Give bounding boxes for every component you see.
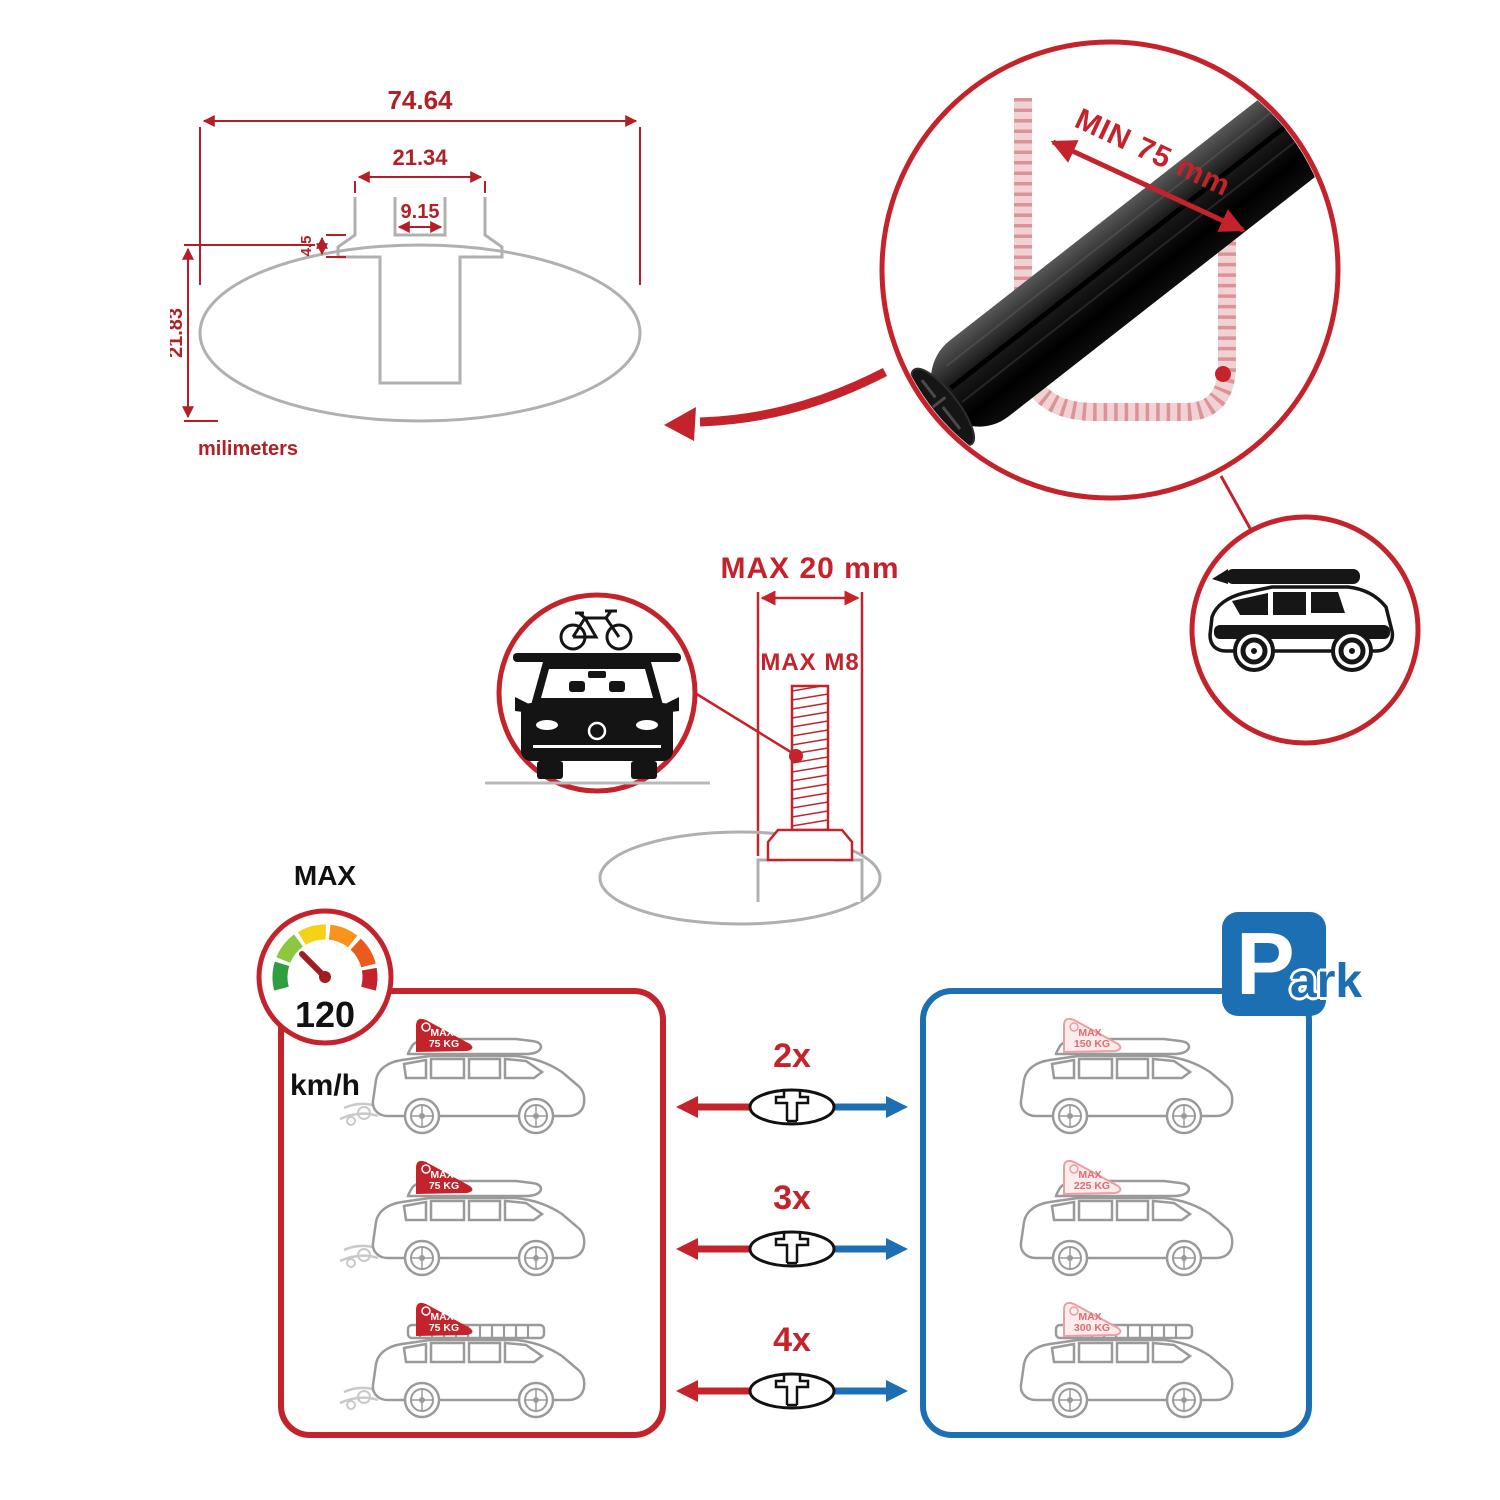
- crossbar-qty-row-3: 4x: [676, 1321, 908, 1410]
- park-suffix: ark: [1290, 955, 1363, 1008]
- blue-arrowhead: [886, 1380, 908, 1402]
- clamp-pointer-dot: [1215, 366, 1231, 382]
- crossbar-profile-icon: [748, 1230, 836, 1268]
- max-load-tag: MAX 75 KG: [416, 1160, 473, 1194]
- speed-limit-gauge: MAX 120 km/h: [256, 860, 394, 1102]
- slot-width-value: 9.15: [401, 201, 440, 223]
- tag-line1: MAX: [430, 1027, 453, 1039]
- crossbar-profile-icon: [748, 1088, 836, 1126]
- crossbar-qty-row-2: 3x: [676, 1179, 908, 1268]
- max-load-tag: MAX 300 KG: [1063, 1301, 1122, 1338]
- profile-slot-lines: [774, 1233, 810, 1265]
- roof-crossbar: [513, 653, 681, 662]
- crossbar-profile-icon: [748, 1372, 836, 1410]
- park-zone-box: [920, 988, 1312, 1438]
- profile-ellipse: [198, 243, 642, 423]
- crossbar-qty-row-1: 2x: [676, 1037, 908, 1126]
- car-speed-limit-row1: MAX 75 KG: [339, 1018, 586, 1135]
- park-letter: P: [1236, 914, 1295, 1013]
- car-park-row3: MAX 300 KG: [1019, 1301, 1234, 1419]
- tag-line2: 75 KG: [429, 1038, 459, 1050]
- suv-roofbox-circle: [1189, 514, 1421, 746]
- tag-line1: MAX: [1078, 1027, 1101, 1039]
- profile-slot: [393, 197, 447, 237]
- red-arrowhead: [676, 1096, 698, 1118]
- tag-line2: 225 KG: [1074, 1180, 1110, 1192]
- gauge-max-label: MAX: [294, 860, 357, 891]
- tag-line1: MAX: [430, 1169, 453, 1181]
- bolt-spec-diagram: MAX 20 mm MAX M8: [598, 552, 899, 926]
- dimension-diagram: 74.64 21.34 9.15 4.5 21.83 milimeters: [170, 85, 642, 460]
- bolt-pointer-dot: [789, 749, 803, 763]
- profile-slot-lines: [774, 1375, 810, 1407]
- tag-line1: MAX: [430, 1311, 453, 1323]
- dim-total-height: 21.83: [170, 244, 315, 422]
- max-load-tag: MAX 75 KG: [416, 1302, 473, 1336]
- gauge-unit: km/h: [290, 1069, 360, 1102]
- qty-label: 4x: [773, 1321, 811, 1359]
- bolt-width-dimension: [756, 590, 864, 856]
- profile-slot-lines: [774, 1091, 810, 1123]
- max-load-tag: MAX 150 KG: [1063, 1017, 1122, 1054]
- profile-cross-section: [336, 197, 504, 385]
- circle-link-line: [1219, 475, 1253, 531]
- tag-line2: 75 KG: [429, 1322, 459, 1334]
- units-label: milimeters: [198, 438, 298, 460]
- bicycle-icon: [559, 609, 633, 651]
- car-speed-limit-row2: MAX 75 KG: [339, 1160, 586, 1277]
- blue-arrowhead: [886, 1238, 908, 1260]
- arrowhead-left: [664, 407, 696, 441]
- tag-line2: 150 KG: [1074, 1038, 1110, 1050]
- max-width-label: MAX 20 mm: [720, 552, 899, 585]
- tag-line1: MAX: [1078, 1311, 1101, 1323]
- dim-channel-width: 21.34: [354, 145, 486, 193]
- red-arrowhead: [676, 1238, 698, 1260]
- arrow-to-dimension-drawing: [699, 367, 888, 427]
- roof-cargo-box: [1226, 569, 1360, 584]
- channel-width-value: 21.34: [392, 145, 448, 170]
- tag-line1: MAX: [1078, 1169, 1101, 1181]
- gauge-value: 120: [295, 994, 355, 1035]
- car-park-row2: MAX 225 KG: [1019, 1159, 1234, 1277]
- car-speed-limit-row3: MAX 75 KG: [339, 1302, 586, 1419]
- tag-line2: 75 KG: [429, 1180, 459, 1192]
- max-load-tag: MAX 75 KG: [416, 1018, 473, 1052]
- qty-label: 2x: [773, 1037, 811, 1075]
- max-load-tag: MAX 225 KG: [1063, 1159, 1122, 1196]
- car-front-icon: [513, 653, 681, 779]
- dim-slot-width: 9.15: [397, 201, 443, 233]
- red-arrowhead: [676, 1380, 698, 1402]
- total-width-value: 74.64: [387, 85, 453, 115]
- adapter-ellipse: [598, 830, 882, 926]
- blue-arrowhead: [886, 1096, 908, 1118]
- car-park-row1: MAX 150 KG: [1019, 1017, 1234, 1135]
- suv-with-roofbox-illustration: [1208, 569, 1395, 672]
- gauge-arc-segments: [272, 924, 378, 991]
- dim-total-width: 74.64: [199, 85, 641, 285]
- tag-line2: 300 KG: [1074, 1322, 1110, 1334]
- bike-car-circle: [485, 592, 710, 794]
- crossbar-closeup-circle: MIN 75 mm: [879, 39, 1341, 501]
- qty-label: 3x: [773, 1179, 811, 1217]
- max-thread-label: MAX M8: [760, 649, 859, 676]
- park-sign: P ark: [1222, 912, 1412, 1022]
- gauge-needle-hub: [319, 971, 331, 983]
- speed-limit-zone-box: [278, 988, 666, 1438]
- park-sign-square: P: [1222, 912, 1326, 1016]
- bolt-leader-line: [694, 691, 795, 756]
